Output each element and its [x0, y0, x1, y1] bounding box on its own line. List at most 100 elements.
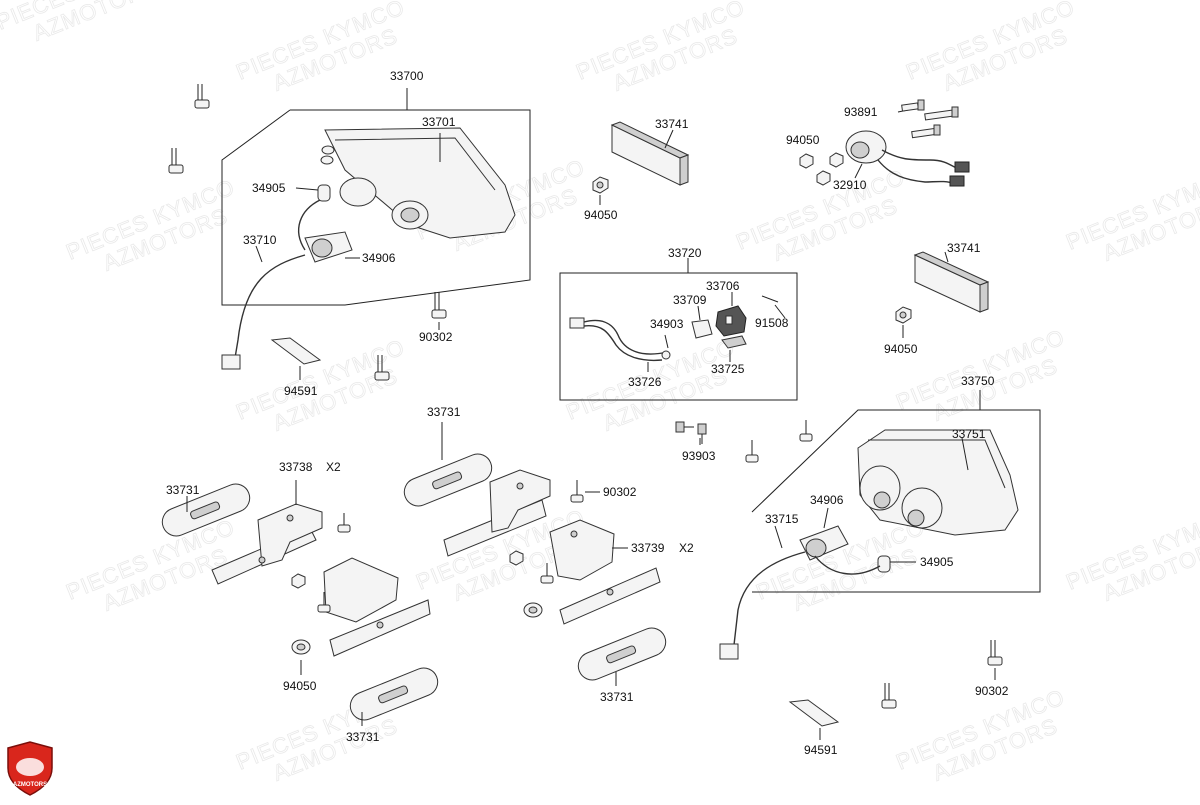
part-label: 33720 [668, 246, 702, 260]
bolt [911, 124, 941, 139]
reflector-top [592, 121, 690, 205]
screw [374, 355, 390, 381]
screw [317, 592, 331, 613]
lamp-housing-edge [868, 439, 1006, 489]
group-outline [221, 109, 531, 306]
part-label: 34906 [810, 493, 844, 507]
wire-harness [814, 555, 881, 575]
screw [168, 148, 184, 174]
part-label: 33731 [346, 730, 380, 744]
wire [583, 319, 669, 355]
relay-connector [954, 161, 970, 173]
part-label: 33741 [947, 241, 981, 255]
part-label: 93903 [682, 449, 716, 463]
screw [194, 84, 210, 109]
bracket-hole [516, 482, 524, 490]
nut [291, 573, 306, 589]
reflector-plate-side [679, 154, 689, 186]
reflector-right [895, 251, 990, 338]
screw [881, 683, 897, 709]
leader-line [944, 251, 949, 263]
wire-harness [234, 254, 306, 359]
part-label: 33731 [427, 405, 461, 419]
lamp-socket-inner [907, 509, 925, 527]
bracket-body [489, 469, 551, 533]
lens [721, 335, 747, 349]
part-label: 33701 [422, 115, 456, 129]
bracket-body [323, 557, 399, 623]
flasher-relay [799, 99, 970, 187]
part-label: 33709 [673, 293, 707, 307]
part-label: 33751 [952, 427, 986, 441]
relay-wire [881, 149, 961, 171]
part-label: 34903 [650, 317, 684, 331]
part-label: 94591 [284, 384, 318, 398]
relay-wire [877, 159, 956, 185]
part-label: X2 [326, 460, 341, 474]
bracket-hole [286, 514, 294, 522]
bracket-body [257, 503, 323, 567]
relay-face [850, 141, 870, 159]
part-label: 94050 [584, 208, 618, 222]
leader-line [697, 305, 701, 321]
group-outline [751, 409, 1041, 593]
leader-line [774, 525, 783, 549]
part-label: 93891 [844, 105, 878, 119]
leader-line [774, 304, 786, 319]
side-marker-lens [432, 471, 463, 490]
bulb [317, 184, 331, 202]
reflector-plate [611, 124, 681, 186]
washer [291, 639, 311, 655]
connector [569, 317, 585, 329]
bulb [877, 555, 891, 573]
part-label: 33726 [628, 375, 662, 389]
nut [799, 153, 814, 169]
side-marker-lens [606, 645, 637, 664]
mount-tab [321, 145, 335, 155]
screw [697, 423, 707, 444]
nut [509, 550, 524, 566]
screw [745, 440, 759, 463]
license-lamp-kit [559, 258, 798, 401]
part-label: 94050 [884, 342, 918, 356]
part-label: 90302 [603, 485, 637, 499]
part-label: 33738 [279, 460, 313, 474]
part-label: 33706 [706, 279, 740, 293]
wire-harness [297, 199, 321, 251]
part-label: 33710 [243, 233, 277, 247]
part-label: 33731 [166, 483, 200, 497]
relay-connector [949, 175, 965, 187]
leader-line [961, 437, 969, 471]
washer [523, 602, 543, 618]
part-label: X2 [679, 541, 694, 555]
reflector-plate-side [979, 281, 989, 313]
azmotors-logo: AZMOTORS [7, 741, 53, 796]
wire-harness [733, 551, 806, 646]
part-label: 33731 [600, 690, 634, 704]
part-label: 94591 [804, 743, 838, 757]
logo-text: AZMOTORS [13, 782, 47, 788]
leader-line [295, 187, 319, 191]
group-outline [559, 272, 798, 401]
part-label: 94050 [283, 679, 317, 693]
part-label: 34905 [920, 555, 954, 569]
part-label: 32910 [833, 178, 867, 192]
nut [829, 152, 844, 168]
socket-slot [725, 315, 733, 325]
leader-line [854, 163, 863, 179]
front-lamp-assembly [168, 84, 531, 381]
rear-lamp-assembly [719, 390, 1041, 740]
connector [719, 643, 739, 660]
bulb [661, 350, 671, 360]
bulb-socket-ring [805, 538, 827, 558]
side-marker-lens [190, 501, 221, 520]
bracket-hole [606, 588, 614, 596]
bulb-socket-ring [311, 238, 333, 258]
screw [799, 420, 813, 442]
wire [583, 325, 663, 362]
leader-line [664, 334, 669, 349]
part-label: 90302 [419, 330, 453, 344]
screw [431, 292, 447, 319]
